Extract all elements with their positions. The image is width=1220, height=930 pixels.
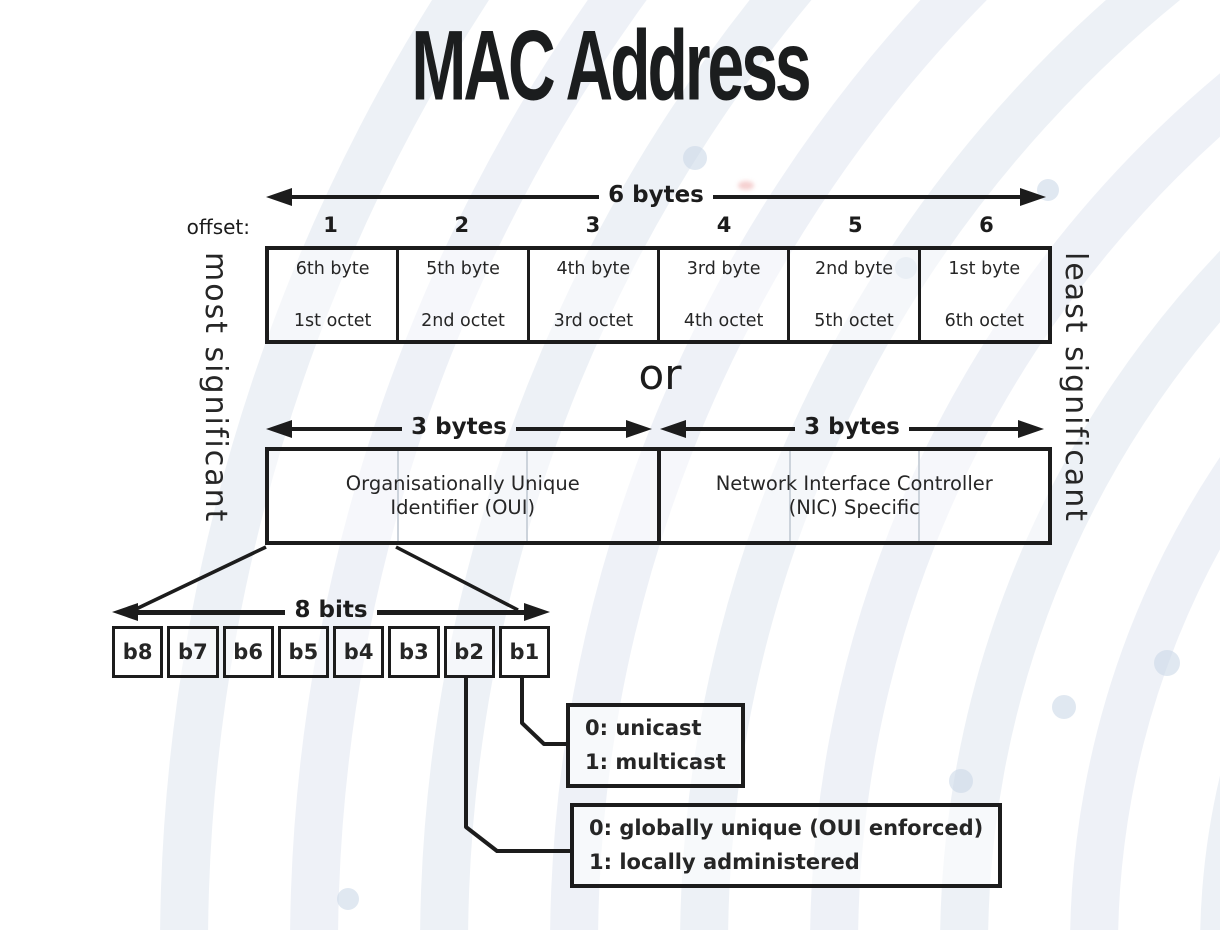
oui-label-line1: Organisationally Unique <box>345 471 580 495</box>
three-bytes-left-label: 3 bytes <box>411 414 507 440</box>
arrow-right-head-icon <box>524 603 551 621</box>
bit-cell-b1: b1 <box>498 626 550 678</box>
arrow-right-head-icon <box>1020 188 1047 206</box>
byte-cell-6: 1st byte 6th octet <box>917 250 1048 340</box>
octet-order-label: 5th octet <box>814 311 894 331</box>
offset-number-1: 1 <box>323 213 338 237</box>
six-bytes-arrow: 6 bytes <box>266 182 1047 210</box>
watermark-dot <box>1154 650 1180 676</box>
offset-number-3: 3 <box>585 213 601 237</box>
least-significant-label: least significant <box>1058 252 1093 524</box>
bit-cell-b6: b6 <box>222 626 274 678</box>
offset-number-4: 4 <box>716 213 732 237</box>
three-bytes-arrow-left: 3 bytes <box>266 414 653 442</box>
offset-number-2: 2 <box>454 213 470 237</box>
bit-cell-b7: b7 <box>167 626 219 678</box>
offset-label: offset: <box>186 215 250 239</box>
octet-order-label: 6th octet <box>944 311 1025 331</box>
oui-nic-table: Organisationally Unique Identifier (OUI)… <box>265 447 1052 545</box>
page-title: MAC Address <box>411 9 811 121</box>
octet-order-label: 3rd octet <box>553 311 634 331</box>
oui-box: Organisationally Unique Identifier (OUI) <box>269 451 657 541</box>
most-significant-label: most significant <box>198 252 233 524</box>
nic-label-line2: (NIC) Specific <box>788 496 920 519</box>
multicast-line: 1: multicast <box>585 749 726 774</box>
eight-bits-arrow: 8 bits <box>112 597 551 625</box>
octet-order-label: 2nd octet <box>421 311 505 331</box>
octet-order-label: 4th octet <box>683 311 764 331</box>
byte-order-label: 5th byte <box>426 259 500 279</box>
byte-table: 6th byte 1st octet 5th byte 2nd octet 4t… <box>265 246 1052 344</box>
byte-order-label: 3rd byte <box>686 259 761 279</box>
eight-bits-arrow-label: 8 bits <box>294 597 368 623</box>
nic-box: Network Interface Controller (NIC) Speci… <box>656 451 1049 541</box>
arrow-left-head-icon <box>112 603 138 621</box>
arrow-right-head-icon <box>1018 420 1045 438</box>
offset-number-5: 5 <box>847 213 863 237</box>
watermark-dot <box>949 769 973 793</box>
byte-cell-3: 4th byte 3rd octet <box>526 250 657 340</box>
locally-administered-line: 1: locally administered <box>589 849 860 874</box>
unicast-multicast-callout: 0: unicast 1: multicast <box>566 703 745 789</box>
three-bytes-right-label: 3 bytes <box>804 414 900 440</box>
arrow-left-head-icon <box>660 420 686 438</box>
byte-cell-1: 6th byte 1st octet <box>269 250 396 340</box>
bit-cell-b3: b3 <box>388 626 440 678</box>
byte-cell-4: 3rd byte 4th octet <box>656 250 787 340</box>
byte-order-label: 6th byte <box>295 259 370 279</box>
arrow-right-head-icon <box>626 420 653 438</box>
offset-number-6: 6 <box>979 213 994 237</box>
oui-label-line2: Identifier (OUI) <box>390 496 536 519</box>
watermark-arc <box>1200 200 1220 930</box>
byte-cell-2: 5th byte 2nd octet <box>396 250 526 340</box>
bit-cell-b4: b4 <box>333 626 385 678</box>
watermark-dot <box>1052 695 1076 719</box>
globally-unique-line: 0: globally unique (OUI enforced) <box>589 816 984 840</box>
byte-order-label: 4th byte <box>556 259 631 279</box>
watermark-dot <box>683 146 707 170</box>
nic-label-line1: Network Interface Controller <box>715 471 993 495</box>
arrow-left-head-icon <box>266 420 292 438</box>
b1-connector <box>520 676 566 746</box>
b2-connector <box>464 676 570 853</box>
byte-order-label: 1st byte <box>948 259 1021 279</box>
watermark-dot <box>337 888 359 910</box>
bit-cell-b2: b2 <box>443 626 495 678</box>
byte-order-label: 2nd byte <box>814 259 893 279</box>
unicast-line: 0: unicast <box>585 716 702 740</box>
offset-numbers: 1 2 3 4 5 6 <box>265 213 1052 237</box>
octet-order-label: 1st octet <box>293 311 372 331</box>
six-bytes-arrow-label: 6 bytes <box>608 182 704 208</box>
bit-row: b8 b7 b6 b5 b4 b3 b2 b1 <box>112 626 550 678</box>
arrow-left-head-icon <box>266 188 292 206</box>
bit-cell-b5: b5 <box>277 626 329 678</box>
or-label: or <box>638 350 682 399</box>
byte-cell-5: 2nd byte 5th octet <box>787 250 917 340</box>
bit-cell-b8: b8 <box>112 626 164 678</box>
three-bytes-arrow-right: 3 bytes <box>660 414 1045 442</box>
global-local-callout: 0: globally unique (OUI enforced) 1: loc… <box>570 803 1003 889</box>
